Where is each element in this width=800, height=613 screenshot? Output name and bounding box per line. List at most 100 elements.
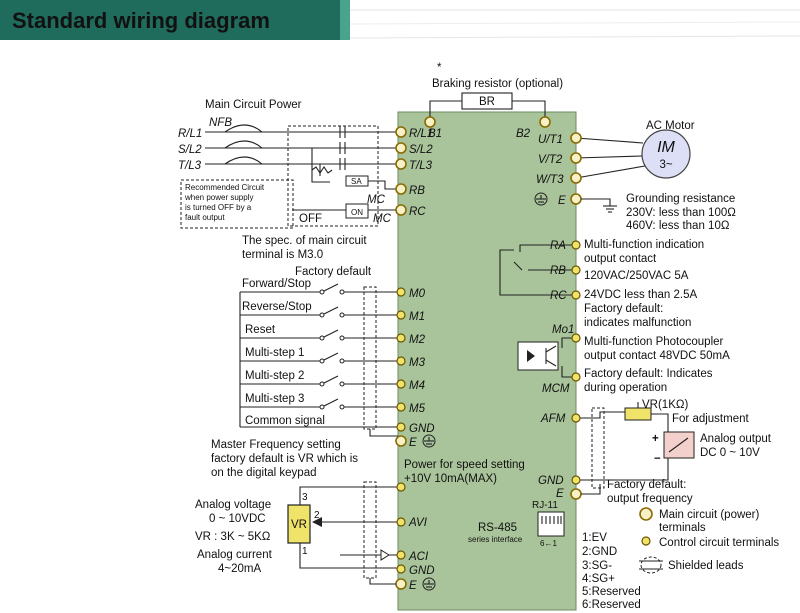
transistor-icon	[545, 345, 557, 353]
current-source-arrow-icon	[380, 549, 390, 561]
page-title: Standard wiring diagram	[12, 8, 270, 33]
legend-shielded-icon	[640, 556, 662, 574]
header-stripe	[349, 35, 800, 39]
legend-control-label: Control circuit terminals	[659, 537, 779, 549]
grounding-label: Grounding resistance	[626, 193, 735, 205]
rs485-label: RS-485	[478, 522, 517, 534]
afm-wire	[651, 413, 669, 432]
relay-desc-line: 24VDC less than 2.5A	[584, 289, 697, 301]
analog-current-range: 4~20mA	[218, 563, 261, 575]
legend-shielded-label: Shielded leads	[668, 560, 744, 572]
relay-desc-line: Multi-function indication	[584, 239, 704, 251]
photo-desc-line: Factory default: Indicates	[584, 368, 713, 380]
terminal-rc	[395, 204, 407, 216]
recommended-circuit-box	[287, 125, 379, 227]
title-banner: Standard wiring diagram	[0, 0, 800, 40]
analog-voltage-label: Analog voltage	[195, 499, 271, 511]
legend-main-terminal-icon	[639, 507, 653, 521]
input-label-step1: Multi-step 1	[245, 347, 304, 359]
terminal-r-l1	[395, 126, 407, 138]
digital-inputs: Factory default Forward/Stop Reverse/Sto…	[239, 266, 436, 449]
mc-label-top: MC	[367, 194, 386, 206]
led-icon	[527, 350, 535, 362]
analog-current-label: Analog current	[197, 549, 273, 561]
terminal-m0	[396, 287, 406, 297]
phase-r-in: R/L1	[178, 128, 202, 140]
terminal-u-label: U/T1	[538, 134, 563, 146]
terminal-e-motor	[570, 193, 582, 205]
terminal-e-analog	[395, 578, 407, 590]
phase-s-in: S/L2	[178, 144, 202, 156]
terminal-m4-label: M4	[409, 380, 425, 392]
input-row-m5	[240, 398, 398, 410]
input-label-step2: Multi-step 2	[245, 370, 304, 382]
wire-u	[575, 137, 644, 144]
terminal-b2	[539, 116, 551, 128]
power-supply-line: +10V 10mA(MAX)	[404, 473, 497, 485]
terminal-afm	[571, 413, 581, 423]
relay-output: RA RB RC Multi-function indication outpu…	[499, 239, 704, 329]
relay-desc-line: output contact	[584, 253, 657, 265]
meter-needle	[668, 437, 689, 453]
rs485-pin-1: 1:EV	[582, 532, 607, 544]
input-row-m3	[240, 352, 398, 364]
terminal-afm-label: AFM	[540, 413, 566, 425]
breaker-arc	[224, 156, 263, 165]
afm-output: AFM VR(1KΩ) For adjustment + − Analog ou…	[538, 399, 772, 505]
terminal-e-afm-label: E	[556, 488, 564, 500]
ground-icon	[603, 205, 617, 213]
photocoupler-output: Mo1 MCM Multi-function Photocoupler outp…	[517, 324, 730, 395]
relay-contact	[513, 261, 523, 271]
photo-desc-line: during operation	[584, 382, 667, 394]
rj11-label: RJ-11	[532, 500, 558, 511]
afm-plus: +	[652, 433, 659, 445]
rs485-pin-2: 2:GND	[582, 546, 617, 558]
analog-voltage-range: 0 ~ 10VDC	[209, 513, 266, 525]
terminal-m1-label: M1	[409, 311, 425, 323]
master-freq-line: on the digital keypad	[211, 467, 317, 479]
terminal-m5-label: M5	[409, 403, 426, 415]
rs485-sub-label: series interface	[468, 535, 523, 544]
legend: Main circuit (power) terminals Control c…	[639, 507, 779, 574]
ground-wire	[581, 198, 611, 206]
wire-mcm	[561, 366, 576, 378]
rs485-pin-3: 3:SG-	[582, 560, 612, 572]
rs485-pin-6: 6:Reserved	[582, 599, 641, 611]
terminal-gnd-afm	[571, 475, 581, 485]
terminal-m2-label: M2	[409, 334, 426, 346]
relay-desc-line: indicates malfunction	[584, 317, 691, 329]
ground-icon	[534, 192, 548, 206]
master-freq-line: Master Frequency setting	[211, 439, 341, 451]
terminal-10v	[396, 482, 406, 492]
terminal-w-t3	[570, 172, 582, 184]
header-stripe	[349, 21, 800, 25]
terminal-e-afm	[570, 488, 582, 500]
coil-wire	[311, 148, 330, 183]
terminal-v-t2	[570, 152, 582, 164]
afm-shield-wire	[581, 484, 601, 495]
common-signal-label: Common signal	[245, 415, 325, 427]
vr-spec-label: VR : 3K ~ 5KΩ	[195, 531, 271, 543]
terminal-m2	[396, 333, 406, 343]
recommended-note-line: is turned OFF by a	[185, 203, 252, 212]
terminal-avi	[396, 517, 406, 527]
terminal-e-analog-label: E	[409, 580, 417, 592]
main-circuit-power: Main Circuit Power NFB R/L1 S/L2 T/L3 SA…	[178, 99, 433, 261]
terminal-t-l3	[395, 158, 407, 170]
afm-minus: −	[654, 453, 661, 465]
terminal-v-label: V/T2	[538, 154, 563, 166]
legend-main-label: terminals	[659, 522, 706, 534]
recommended-note-box	[180, 179, 294, 229]
wire-vr-gnd	[299, 543, 398, 569]
vr-pin-2: 2	[314, 510, 320, 521]
afm-return-wire	[580, 458, 669, 481]
terminal-gnd-analog-label: GND	[409, 565, 435, 577]
terminal-rb	[395, 183, 407, 195]
terminal-e-inputs	[395, 435, 407, 447]
terminal-s-l2	[395, 142, 407, 154]
rj11-pin-range: 6←1	[540, 539, 557, 548]
spec-line: terminal is M3.0	[242, 249, 323, 261]
input-label-step3: Multi-step 3	[245, 393, 304, 405]
ground-icon	[422, 577, 436, 591]
afm-adjust-label: For adjustment	[672, 413, 750, 425]
